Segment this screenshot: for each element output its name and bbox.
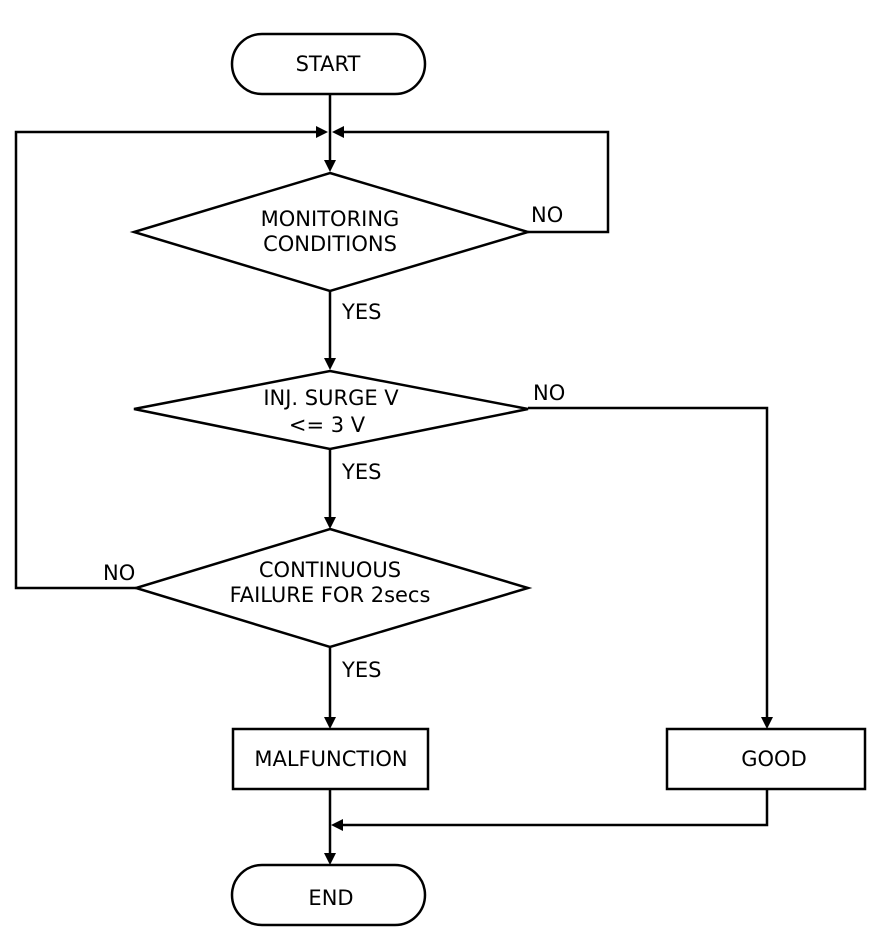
surge-label-line2: <= 3 V bbox=[289, 413, 366, 437]
connectors bbox=[14, 94, 769, 853]
malfunction-label: MALFUNCTION bbox=[254, 747, 407, 771]
continuous-no-label: NO bbox=[103, 561, 135, 585]
surge-decision: INJ. SURGE V <= 3 V bbox=[133, 369, 529, 451]
connector-surge-no bbox=[528, 406, 769, 717]
monitoring-no-label: NO bbox=[531, 203, 563, 227]
arrow-merge bbox=[331, 819, 343, 831]
good-label: GOOD bbox=[741, 747, 807, 771]
arrow-into-monitoring bbox=[324, 160, 336, 172]
connector-continuous-no-loop bbox=[14, 130, 318, 590]
continuous-yes-label: YES bbox=[341, 658, 381, 682]
continuous-label-line2: FAILURE FOR 2secs bbox=[230, 583, 431, 607]
arrowheads bbox=[316, 126, 773, 865]
malfunction-node: MALFUNCTION bbox=[231, 727, 430, 791]
connector-monitoring-no-loop bbox=[342, 130, 610, 234]
start-node: START bbox=[230, 32, 427, 96]
arrow-into-malfunction bbox=[324, 717, 336, 729]
arrow-loop-right bbox=[332, 126, 344, 138]
monitoring-yes-label: YES bbox=[341, 300, 381, 324]
surge-no-label: NO bbox=[533, 381, 565, 405]
surge-label-line1: INJ. SURGE V bbox=[263, 386, 399, 410]
start-label: START bbox=[296, 52, 361, 76]
arrow-into-good bbox=[761, 717, 773, 729]
continuous-decision: CONTINUOUS FAILURE FOR 2secs bbox=[131, 527, 533, 649]
end-label: END bbox=[308, 886, 353, 910]
monitoring-label-line1: MONITORING bbox=[261, 207, 400, 231]
connector-good-merge bbox=[343, 790, 769, 827]
good-node: GOOD bbox=[665, 727, 867, 791]
arrow-loop-left bbox=[316, 126, 328, 138]
continuous-label-line1: CONTINUOUS bbox=[259, 558, 401, 582]
monitoring-label-line2: CONDITIONS bbox=[263, 232, 397, 256]
end-node: END bbox=[230, 863, 427, 927]
surge-yes-label: YES bbox=[341, 460, 381, 484]
arrow-into-surge bbox=[324, 358, 336, 370]
arrow-into-continuous bbox=[324, 517, 336, 529]
monitoring-decision: MONITORING CONDITIONS bbox=[129, 171, 533, 293]
arrow-into-end bbox=[324, 853, 336, 865]
